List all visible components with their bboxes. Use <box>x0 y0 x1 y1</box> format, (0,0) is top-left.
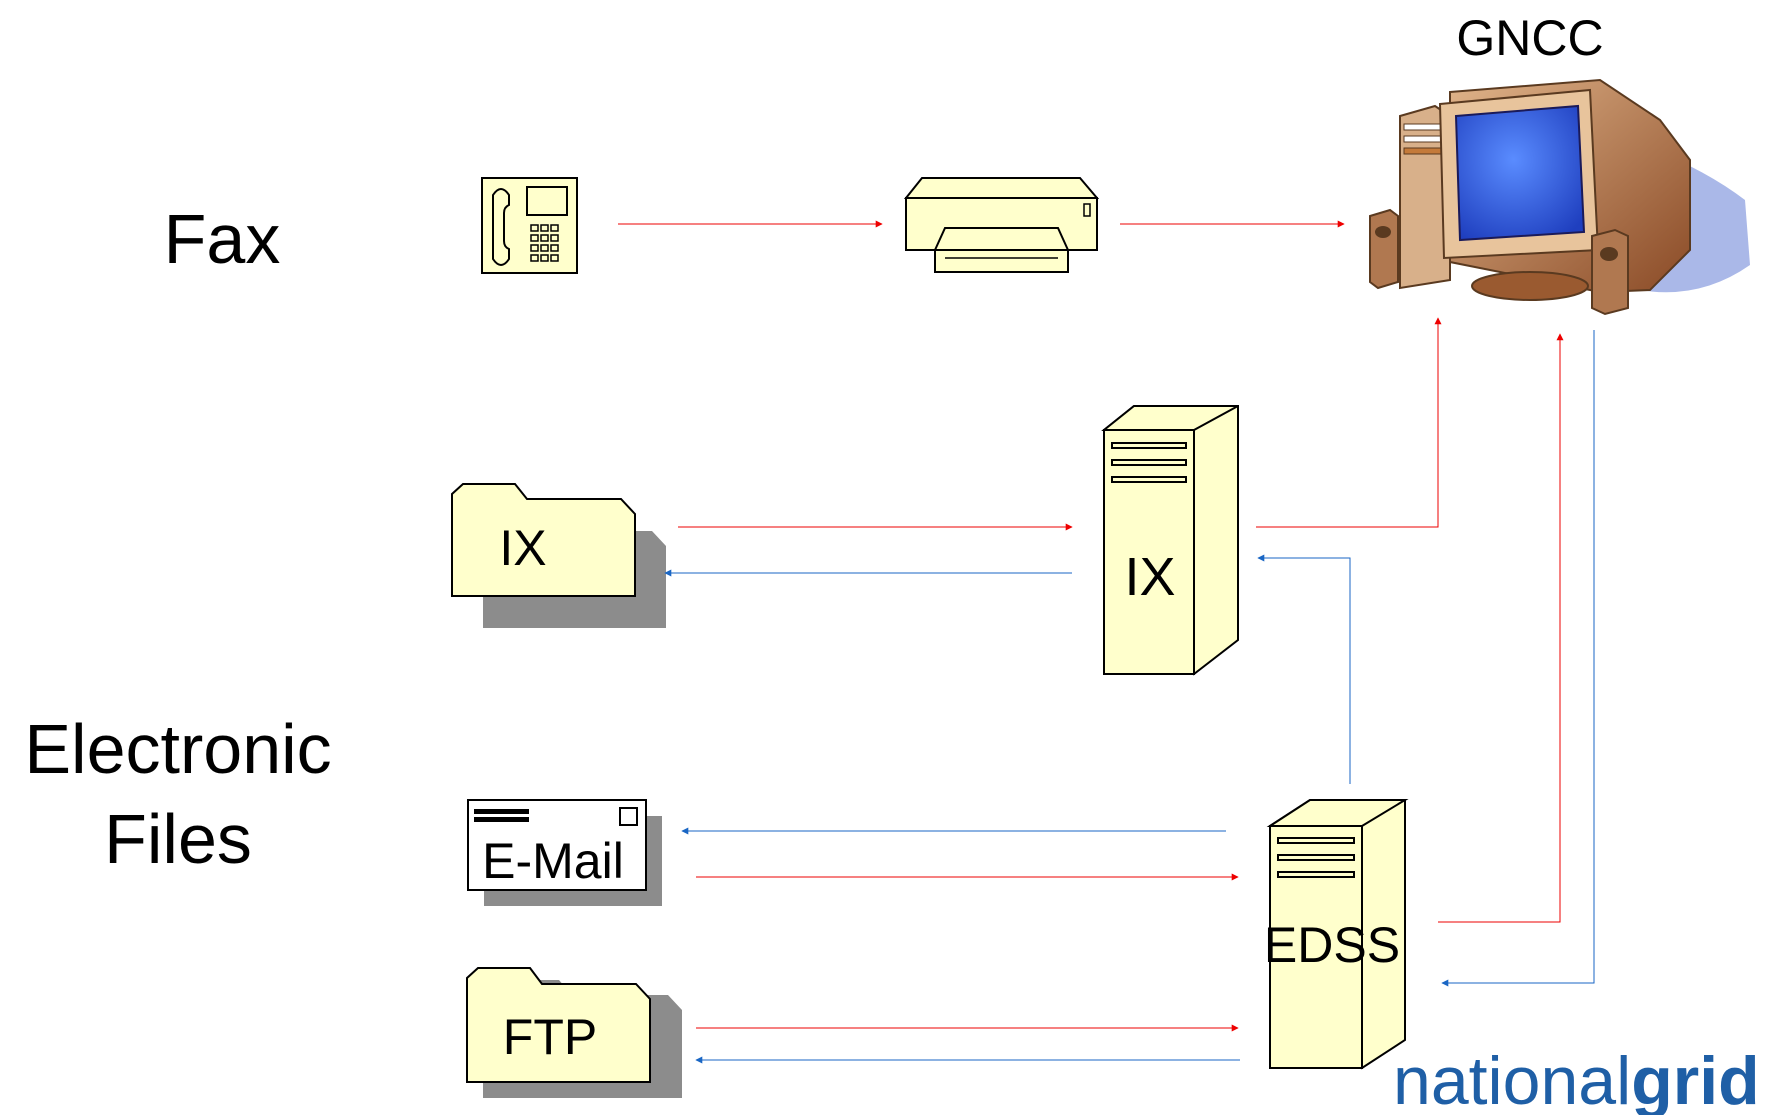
arrow-edss-to-gncc <box>1438 333 1564 923</box>
arrow-ix-server-to-gncc <box>1256 317 1442 528</box>
arrow-gncc-to-edss <box>1441 330 1595 987</box>
gncc-label: GNCC <box>1456 10 1603 66</box>
ftp-folder-icon: FTP <box>466 967 682 1098</box>
ix-server-icon: IX <box>1101 405 1239 676</box>
electronic-files-label-line2: Files <box>104 800 252 878</box>
gncc-computer-icon <box>1369 78 1750 316</box>
arrow-edss-to-ix-server <box>1257 554 1351 784</box>
electronic-files-label-line1: Electronic <box>24 710 331 788</box>
ix-folder-icon: IX <box>451 483 666 628</box>
ix-folder-label: IX <box>499 520 546 576</box>
fax-printer-icon <box>903 177 1100 273</box>
email-envelope-icon: E-Mail <box>467 799 662 906</box>
logo-part-national: national <box>1393 1043 1631 1115</box>
fax-label: Fax <box>164 200 281 278</box>
ftp-label: FTP <box>503 1009 597 1065</box>
logo-part-grid: grid <box>1631 1043 1759 1115</box>
email-label: E-Mail <box>482 833 624 889</box>
edss-label: EDSS <box>1264 917 1400 973</box>
fax-phone-icon <box>481 177 578 274</box>
ix-server-label: IX <box>1124 547 1175 607</box>
edss-server-icon: EDSS <box>1264 799 1409 1070</box>
nationalgrid-logo: nationalgrid <box>1393 1043 1760 1115</box>
